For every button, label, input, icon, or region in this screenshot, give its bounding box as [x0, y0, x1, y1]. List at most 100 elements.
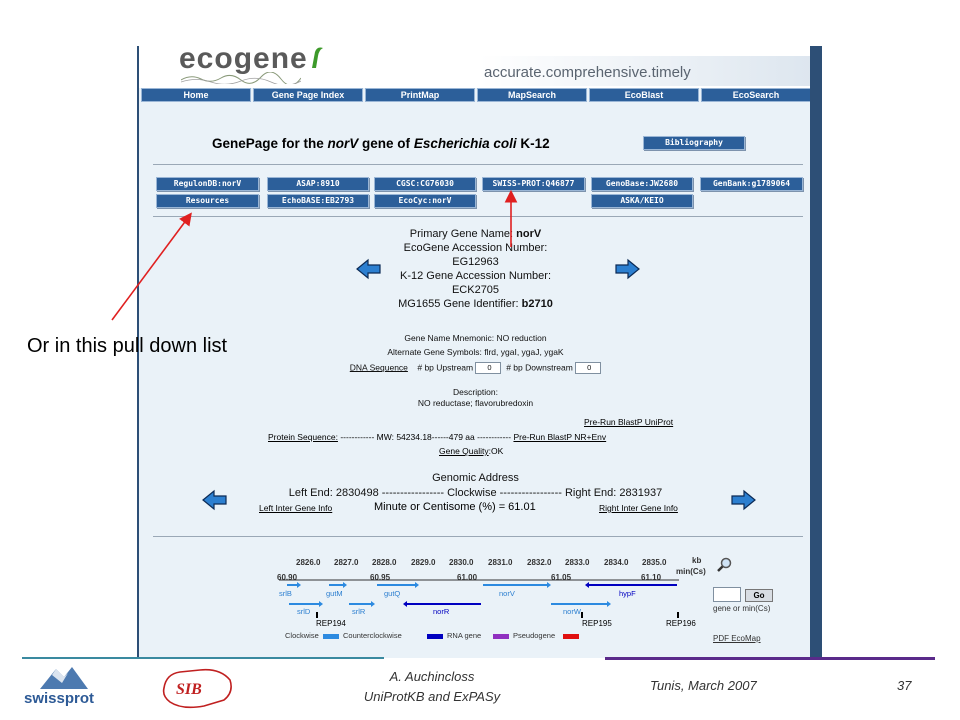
ecogene-acc-value: EG12963 — [452, 256, 499, 268]
description-text: NO reductase; flavorubredoxin — [417, 398, 534, 408]
slide-callout: Or in this pull down list — [27, 335, 228, 357]
gene-label-srlB[interactable]: srlB — [279, 589, 292, 598]
nav-mapsearch[interactable]: MapSearch — [477, 88, 587, 102]
next-gene-arrow-icon[interactable] — [614, 258, 640, 280]
kb-axis-label: kb — [692, 556, 702, 565]
left-genomic-arrow-icon[interactable] — [202, 489, 228, 511]
rep-label: REP195 — [582, 619, 612, 628]
min-axis-label: min(Cs) — [676, 567, 706, 576]
previous-gene-arrow-icon[interactable] — [356, 258, 382, 280]
magnifier-icon[interactable] — [717, 557, 733, 573]
screenshot-right-border — [810, 46, 822, 658]
legend-rna-gene: RNA gene — [447, 631, 482, 640]
protein-sequence-row: Protein Sequence: ------------ MW: 54234… — [268, 432, 606, 442]
left-inter-gene-link[interactable]: Left Inter Gene Info — [259, 503, 333, 513]
min-tick: 60.90 — [277, 573, 298, 582]
right-inter-gene-link[interactable]: Right Inter Gene Info — [599, 503, 678, 513]
ecogene-screenshot: ecogene accurate.comprehensive.timely Ho… — [137, 46, 822, 658]
gene-label-srlR[interactable]: srlR — [352, 607, 366, 616]
min-tick: 61.05 — [551, 573, 572, 582]
xref-asap-button[interactable]: ASAP:8910 — [267, 177, 369, 191]
rep-label: REP196 — [666, 619, 696, 628]
nav-printmap[interactable]: PrintMap — [365, 88, 475, 102]
centisome-value: Minute or Centisome (%) = 61.01 — [374, 501, 536, 513]
title-suffix: K-12 — [516, 136, 550, 151]
mg1655-value: b2710 — [521, 298, 553, 310]
nav-home[interactable]: Home — [141, 88, 251, 102]
prerun-blastp-nr-link[interactable]: Pre-Run BlastP NR+Env — [513, 432, 607, 442]
ecogene-logo: ecogene — [179, 46, 308, 75]
gene-label-gutM[interactable]: gutM — [326, 589, 343, 598]
primary-value: norV — [516, 228, 542, 240]
gene-label-hypF[interactable]: hypF — [619, 589, 636, 598]
dna-sequence-link[interactable]: DNA Sequence — [349, 362, 408, 373]
xref-swissprot-button[interactable]: SWISS-PROT:Q46877 — [482, 177, 585, 191]
go-button[interactable]: Go — [745, 589, 773, 602]
description-label: Description: — [453, 387, 498, 397]
page-title: GenePage for the norV gene of Escherichi… — [212, 136, 550, 151]
rep-label: REP194 — [316, 619, 346, 628]
gene-quality-link[interactable]: Gene Quality — [439, 446, 489, 456]
swissprot-logo: swissprot — [24, 667, 94, 707]
kb-tick: 2835.0 — [642, 558, 667, 567]
xref-genbank-button[interactable]: GenBank:g1789064 — [700, 177, 803, 191]
k12-acc-label: K-12 Gene Accession Number: — [399, 270, 552, 282]
gene-map-tracks — [279, 579, 679, 639]
map-search-input[interactable] — [713, 587, 741, 602]
bibliography-button[interactable]: Bibliography — [643, 136, 745, 150]
mg1655-label: MG1655 Gene Identifier: — [398, 298, 522, 310]
ecogene-leaf-icon — [312, 47, 323, 68]
xref-regulondb-button[interactable]: RegulonDB:norV — [156, 177, 259, 191]
kb-tick: 2830.0 — [449, 558, 474, 567]
genomic-left-right-end: Left End: 2830498 ----------------- Cloc… — [288, 487, 663, 499]
sib-logo-text: SIB — [176, 681, 202, 698]
legend-clockwise: Clockwise — [285, 631, 319, 640]
xref-ecocyc-button[interactable]: EcoCyc:norV — [374, 194, 476, 208]
bp-downstream-input[interactable]: 0 — [575, 362, 602, 374]
gene-label-norW[interactable]: norW — [563, 607, 581, 616]
tagline-band — [479, 56, 812, 86]
min-tick: 61.10 — [641, 573, 662, 582]
nav-ecosearch[interactable]: EcoSearch — [701, 88, 811, 102]
xref-aska-keio-button[interactable]: ASKA/KEIO — [591, 194, 693, 208]
kb-tick: 2826.0 — [296, 558, 321, 567]
protein-sequence-link[interactable]: Protein Sequence: — [268, 432, 338, 442]
kb-tick: 2832.0 — [527, 558, 552, 567]
ecogene-navbar: Home Gene Page Index PrintMap MapSearch … — [141, 88, 811, 102]
xref-cgsc-button[interactable]: CGSC:CG76030 — [374, 177, 476, 191]
divider — [153, 536, 803, 537]
nav-ecoblast[interactable]: EcoBlast — [589, 88, 699, 102]
bp-downstream-label: # bp Downstream — [506, 362, 573, 373]
kb-tick: 2828.0 — [372, 558, 397, 567]
swissprot-logo-text: swissprot — [24, 690, 94, 707]
gene-label-norV[interactable]: norV — [499, 589, 515, 598]
gene-label-srlD[interactable]: srlD — [297, 607, 311, 616]
title-organism: Escherichia coli — [413, 136, 517, 151]
genomic-address-heading: Genomic Address — [432, 472, 519, 484]
kb-tick: 2827.0 — [334, 558, 359, 567]
bp-upstream-input[interactable]: 0 — [475, 362, 502, 374]
footer-rule-left — [22, 657, 384, 659]
page-number: 37 — [897, 678, 912, 693]
prerun-blastp-uniprot-link[interactable]: Pre-Run BlastP UniProt — [584, 417, 674, 427]
gene-label-norR[interactable]: norR — [433, 607, 450, 616]
min-tick: 61.00 — [457, 573, 478, 582]
xref-genobase-button[interactable]: GenoBase:JW2680 — [591, 177, 693, 191]
resources-dropdown[interactable]: Resources — [156, 194, 259, 208]
right-genomic-arrow-icon[interactable] — [730, 489, 756, 511]
gene-map: 2826.0 2827.0 2828.0 2829.0 2830.0 2831.… — [139, 46, 812, 658]
footer-author-block: A. Auchincloss UniProtKB and ExPASy — [342, 667, 522, 707]
divider — [153, 216, 803, 217]
kb-tick: 2834.0 — [604, 558, 629, 567]
nav-gene-page-index[interactable]: Gene Page Index — [253, 88, 363, 102]
title-gene: norV — [327, 136, 359, 151]
min-tick: 60.95 — [370, 573, 391, 582]
kb-tick: 2831.0 — [488, 558, 513, 567]
logo-sequence-graphic — [181, 72, 301, 84]
xref-echobase-button[interactable]: EchoBASE:EB2793 — [267, 194, 369, 208]
primary-label: Primary Gene Name: — [409, 228, 517, 240]
pdf-ecomap-link[interactable]: PDF EcoMap — [713, 634, 761, 643]
go-hint: gene or min(Cs) — [713, 604, 771, 613]
ecogene-tagline: accurate.comprehensive.timely — [484, 64, 691, 81]
gene-label-gutQ[interactable]: gutQ — [384, 589, 401, 598]
